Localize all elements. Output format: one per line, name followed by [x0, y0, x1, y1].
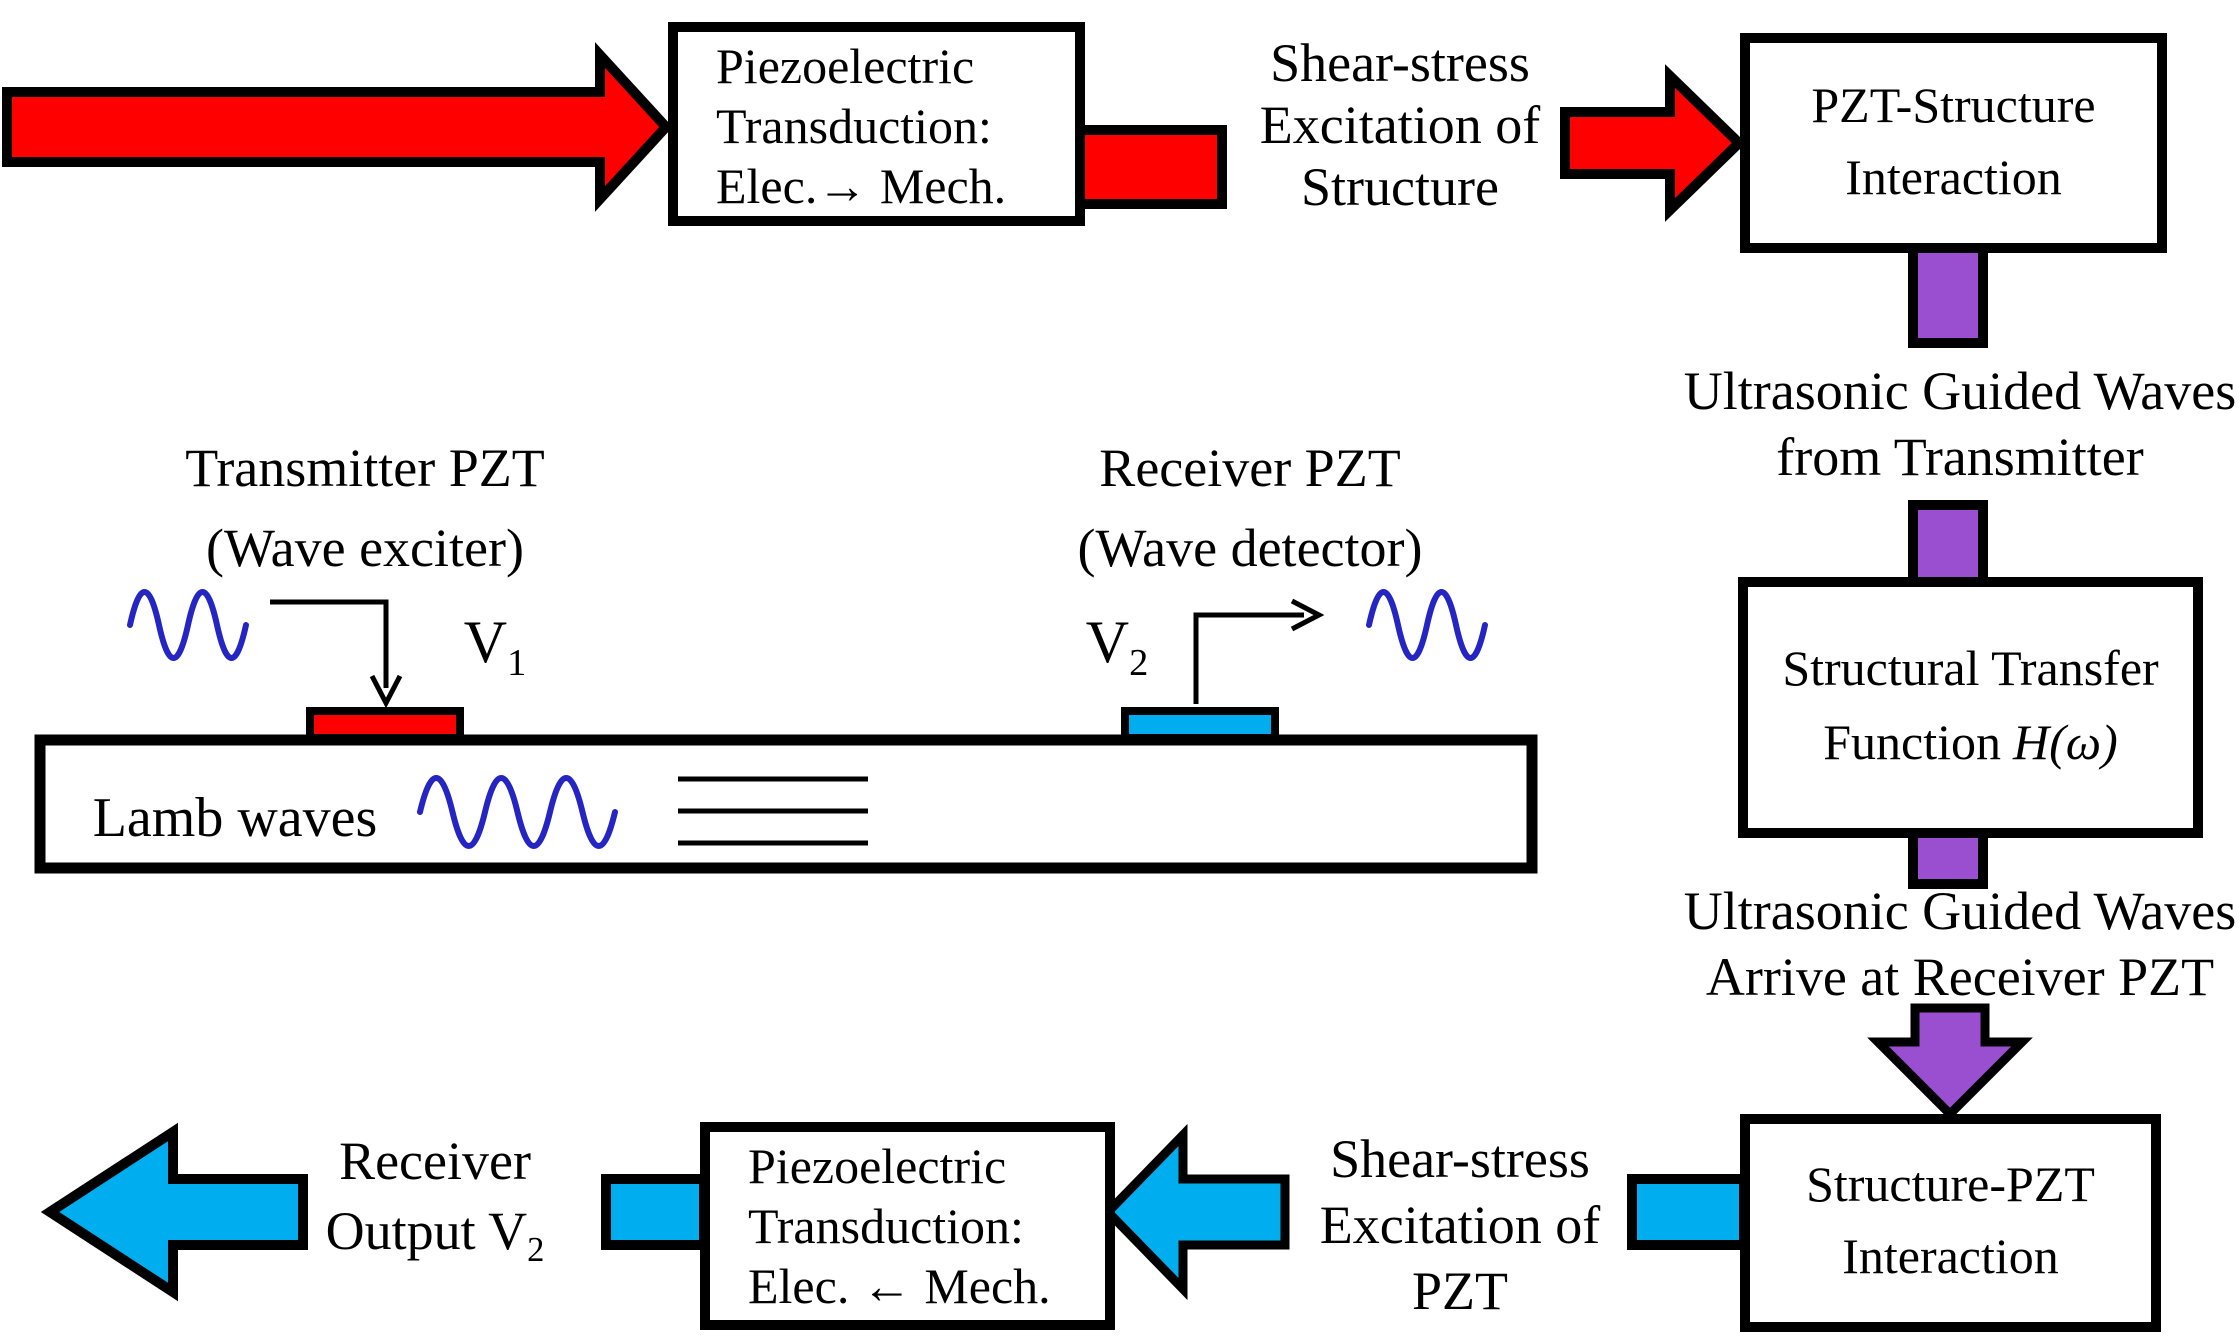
node-piezoelectric-transduction-forward: Piezoelectric Transduction: Elec.→ Mech.	[668, 22, 1085, 226]
input-signal-arrow-icon	[2, 42, 673, 212]
label-line: Receiver	[339, 1131, 531, 1191]
label-voltage-v1: V1	[450, 608, 540, 682]
node-pzt-structure-interaction: PZT-Structure Interaction	[1740, 33, 2167, 253]
node-text-line: Transduction:	[748, 1198, 1024, 1254]
transmitter-pzt-patch	[306, 707, 464, 742]
input-sine-wave-icon	[127, 589, 249, 661]
label-receiver-output: Receiver Output V2	[290, 1126, 580, 1269]
label-line: Excitation of	[1259, 95, 1541, 155]
subscript: 2	[1129, 642, 1149, 684]
node-text-line: Piezoelectric	[716, 38, 975, 94]
label-part: V	[1085, 609, 1130, 675]
receiver-wire	[1193, 612, 1304, 704]
output-sine-wave-icon	[1366, 589, 1488, 661]
node-text-line: Structural Transfer	[1782, 640, 2159, 696]
guided-wave-down-arrow-icon	[1867, 1003, 2033, 1121]
node-text-line: Structure-PZT	[1806, 1156, 2095, 1212]
purple-connector-top	[1908, 235, 1988, 348]
purple-connector-lower	[1908, 827, 1988, 889]
cyan-connector-left	[601, 1174, 709, 1250]
right-arrowhead-icon	[1290, 598, 1325, 632]
red-connector	[1067, 125, 1227, 209]
label-line: Receiver PZT	[1099, 438, 1401, 498]
label-receiver-pzt: Receiver PZT (Wave detector)	[1075, 428, 1425, 588]
label-line: (Wave exciter)	[206, 518, 524, 578]
node-text-line: Transduction:	[716, 98, 992, 154]
label-line: Output V2	[290, 1196, 580, 1269]
label-part: Output V	[325, 1201, 528, 1261]
label-part: V	[463, 609, 508, 675]
transfer-function-symbol: H(ω)	[2013, 714, 2118, 770]
node-text-line: Interaction	[1845, 149, 2062, 205]
shear-excitation-arrow-icon	[1560, 64, 1747, 222]
node-text-part: Function	[1823, 714, 2002, 770]
purple-connector-mid	[1908, 500, 1988, 587]
label-transmitter-pzt: Transmitter PZT (Wave exciter)	[180, 428, 550, 588]
receiver-output-arrow-icon	[40, 1122, 308, 1302]
node-text-line: Elec. ← Mech.	[748, 1258, 1051, 1314]
shear-pzt-arrow-icon	[1101, 1123, 1290, 1301]
node-text-line: Elec.→ Mech.	[716, 158, 1007, 214]
label-line: Ultrasonic Guided Waves	[1683, 881, 2237, 941]
receiver-pzt-patch	[1121, 707, 1279, 742]
label-lamb-waves: Lamb waves	[92, 787, 378, 849]
label-line: PZT	[1411, 1261, 1508, 1321]
transmitter-wire	[270, 599, 389, 688]
label-ugw-arrive-receiver: Ultrasonic Guided Waves Arrive at Receiv…	[1670, 878, 2240, 1010]
down-arrowhead-icon	[369, 674, 403, 709]
label-ugw-from-transmitter: Ultrasonic Guided Waves from Transmitter	[1670, 358, 2240, 490]
label-line: Excitation of	[1319, 1195, 1601, 1255]
label-line: Transmitter PZT	[185, 438, 545, 498]
subscript: 2	[527, 1230, 545, 1269]
wave-mode-lines-icon	[678, 776, 868, 846]
subscript: 1	[507, 642, 527, 684]
structure-bar	[34, 734, 1538, 874]
node-piezoelectric-transduction-reverse: Piezoelectric Transduction: Elec. ← Mech…	[700, 1122, 1115, 1330]
label-line: Shear-stress	[1270, 33, 1530, 93]
label-shear-stress-pzt: Shear-stress Excitation of PZT	[1300, 1126, 1620, 1324]
label-shear-stress-structure: Shear-stress Excitation of Structure	[1235, 32, 1565, 218]
label-line: Arrive at Receiver PZT	[1705, 947, 2215, 1007]
node-structure-pzt-interaction: Structure-PZT Interaction	[1740, 1114, 2161, 1332]
cyan-connector-right	[1627, 1174, 1749, 1250]
node-text-line: Interaction	[1842, 1228, 2059, 1284]
lamb-wave-sine-icon	[417, 775, 618, 849]
label-line: Ultrasonic Guided Waves	[1683, 361, 2237, 421]
label-line: Structure	[1301, 157, 1499, 217]
node-text-line: Piezoelectric	[748, 1138, 1007, 1194]
label-voltage-v2: V2	[1072, 608, 1162, 682]
label-line: Shear-stress	[1330, 1129, 1590, 1189]
label-line: (Wave detector)	[1077, 518, 1423, 578]
label-line: from Transmitter	[1776, 427, 2144, 487]
node-text-line: PZT-Structure	[1811, 77, 2096, 133]
